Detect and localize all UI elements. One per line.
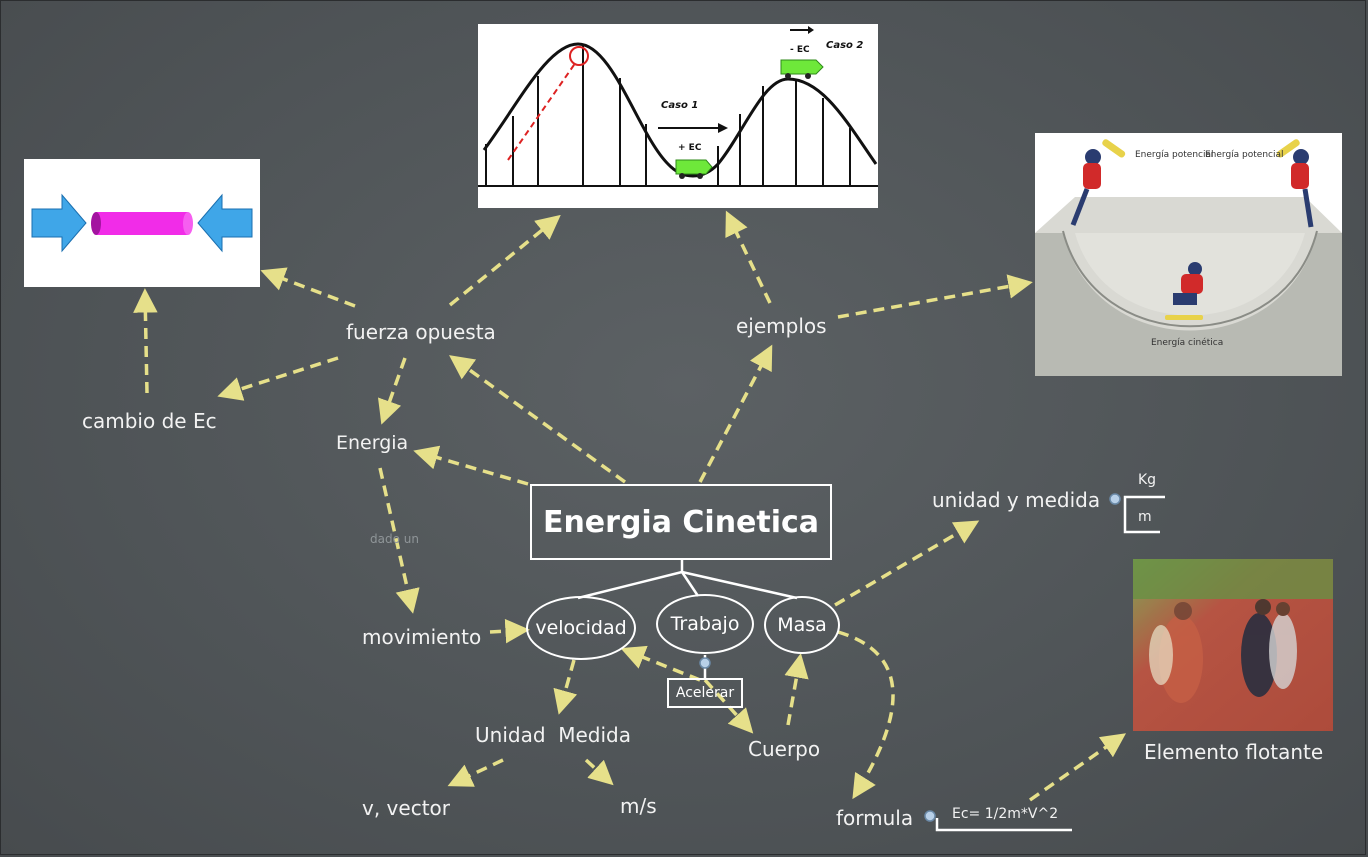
formula-value: Ec= 1/2m*V^2 xyxy=(952,806,1059,822)
arrow-central-to-energia xyxy=(413,445,529,486)
tree-branch-velocidad xyxy=(577,570,683,600)
plus-ec-label: + EC xyxy=(678,143,702,153)
arrow-central-to-ejemplos xyxy=(698,344,773,483)
ball xyxy=(569,46,589,66)
tree-branch-trabajo xyxy=(680,571,700,597)
skater-bottom-icon xyxy=(1165,262,1203,320)
pipe-bowl xyxy=(1035,233,1342,376)
arrow-formula-to-elemento xyxy=(1029,733,1127,802)
caso1-label: Caso 1 xyxy=(661,100,698,111)
acelerar-connector-dot xyxy=(699,657,711,669)
v-vector-node[interactable]: v, vector xyxy=(362,796,450,820)
pipe-curve xyxy=(1062,230,1318,328)
formula-connector-dot xyxy=(924,810,936,822)
caso2-label: Caso 2 xyxy=(826,40,863,51)
arrow-ejemplos-to-halfpipe xyxy=(837,274,1033,319)
tree-branch-masa xyxy=(681,570,798,600)
support-posts xyxy=(478,44,878,187)
compression-image xyxy=(24,159,260,287)
halfpipe-image: Energía potencial Energía potencial Ener… xyxy=(1035,133,1342,376)
central-node[interactable]: Energia Cinetica xyxy=(530,484,832,560)
movimiento-node[interactable]: movimiento xyxy=(362,625,482,649)
cuerpo-node[interactable]: Cuerpo xyxy=(748,737,821,761)
formula-underline xyxy=(935,818,1072,832)
arrow-central-to-fuerza xyxy=(449,355,627,484)
left-arrow-icon xyxy=(31,193,87,253)
trabajo-label: Trabajo xyxy=(670,613,740,635)
unit-bracket xyxy=(1123,495,1165,534)
arrow-masa-to-unidadmedida xyxy=(834,520,980,607)
runner-blur-2 xyxy=(1241,599,1277,697)
arrow-fuerza-to-compression xyxy=(260,267,356,308)
masa-label: Masa xyxy=(777,614,827,636)
arrow-unidad-to-vvector xyxy=(447,758,504,787)
arrow-cambio-to-compression xyxy=(133,288,158,394)
compression-illustration xyxy=(31,193,253,253)
runner-blur-3 xyxy=(1269,602,1297,689)
velocidad-node[interactable]: velocidad xyxy=(526,596,636,660)
elemento-flotante-node[interactable]: Elemento flotante xyxy=(1144,740,1324,764)
arrow-masa-to-formula xyxy=(837,630,895,800)
arrow-unidad-to-ms xyxy=(584,758,614,786)
right-arrow-icon xyxy=(197,193,253,253)
minus-ec-label: - EC xyxy=(790,45,810,55)
arrow-fuerza-to-cambio xyxy=(217,356,339,401)
runners-image xyxy=(1133,559,1333,731)
fuerza-opuesta-node[interactable]: fuerza opuesta xyxy=(346,320,496,344)
arrow-ejemplos-to-coaster xyxy=(725,210,772,304)
formula-node[interactable]: formula xyxy=(836,806,914,830)
arrow-velocidad-to-unidad xyxy=(553,659,578,715)
arrow-cuerpo-to-masa xyxy=(784,653,809,726)
arrow-energia-to-movimiento xyxy=(378,467,420,614)
cart-bottom-icon xyxy=(675,159,713,179)
unidad-medida-node[interactable]: Unidad Medida xyxy=(475,723,631,747)
cambio-ec-node[interactable]: cambio de Ec xyxy=(82,409,217,433)
pot-left-label: Energía potencial xyxy=(1135,150,1214,160)
cylinder-end-left xyxy=(91,212,101,235)
kg-value: Kg xyxy=(1138,472,1157,488)
arrow-cuerpo-to-velocidad xyxy=(620,645,701,682)
cylinder-end-right xyxy=(183,212,193,235)
arrow-acelerar-to-cuerpo xyxy=(703,678,754,734)
central-node-label: Energia Cinetica xyxy=(542,504,820,540)
arrow-fuerza-to-energia xyxy=(378,357,407,425)
skater-right-icon xyxy=(1276,139,1314,228)
cinetica-label: Energía cinética xyxy=(1151,337,1223,348)
caso2-arrowhead xyxy=(808,26,814,34)
height-line xyxy=(507,61,577,161)
halfpipe-illustration: Energía potencial Energía potencial Ener… xyxy=(1035,133,1342,376)
ejemplos-node[interactable]: ejemplos xyxy=(736,314,827,338)
acelerar-label: Acelerar xyxy=(675,685,735,701)
arrow-fuerza-to-coaster xyxy=(448,214,561,307)
velocidad-label: velocidad xyxy=(535,617,627,639)
ms-node[interactable]: m/s xyxy=(620,794,657,818)
energia-node[interactable]: Energia xyxy=(336,432,409,454)
cylinder-body xyxy=(96,212,188,235)
arrow-movimiento-to-velocidad xyxy=(489,618,530,644)
masa-node[interactable]: Masa xyxy=(764,596,840,654)
dado-un-link-label: dado un xyxy=(370,532,419,546)
skater-left-icon xyxy=(1070,139,1126,226)
m-value: m xyxy=(1138,509,1152,525)
acelerar-node[interactable]: Acelerar xyxy=(667,678,743,708)
pot-right-label: Energía potencial xyxy=(1205,150,1284,160)
caso1-arrowhead xyxy=(718,123,728,133)
unidad-connector-dot xyxy=(1109,493,1121,505)
runner-blur-4 xyxy=(1149,625,1173,685)
runners-illustration xyxy=(1133,559,1333,731)
roller-coaster-illustration: Caso 1 Caso 2 + EC - EC xyxy=(478,26,878,187)
roller-coaster-image: Caso 1 Caso 2 + EC - EC xyxy=(478,24,878,208)
unidad-y-medida-node[interactable]: unidad y medida xyxy=(932,488,1101,512)
cart-top-icon xyxy=(780,59,824,79)
trabajo-node[interactable]: Trabajo xyxy=(656,594,754,654)
